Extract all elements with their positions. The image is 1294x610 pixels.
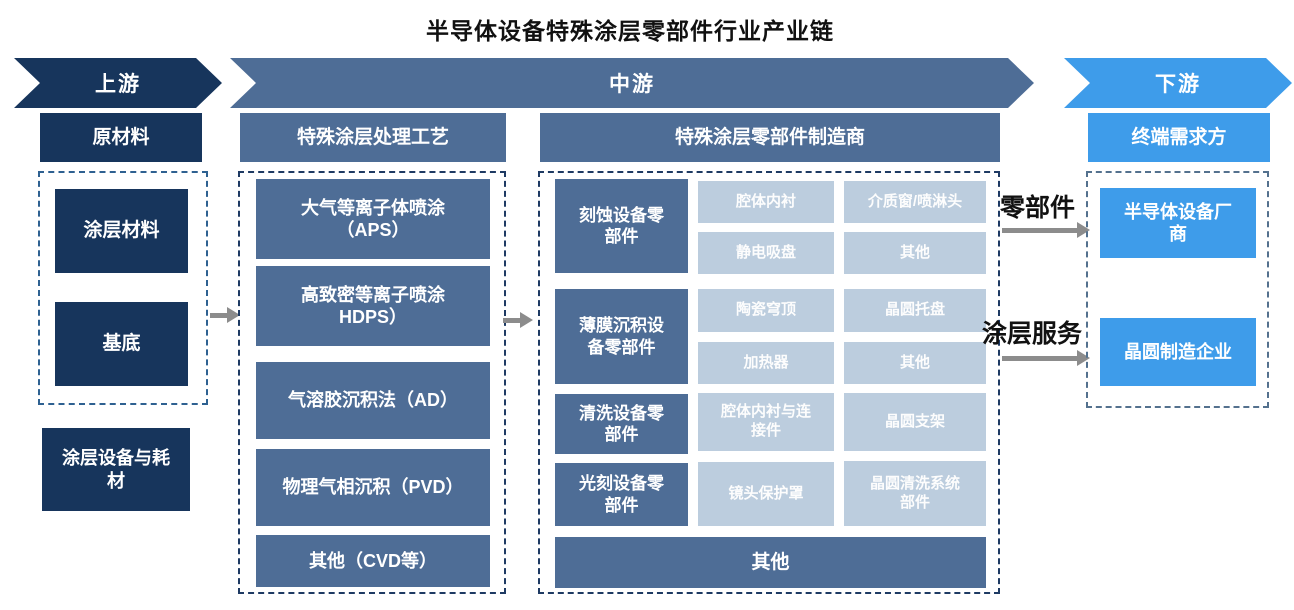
upstream-header: 原材料 [40, 113, 202, 162]
part-chip: 腔体内衬与连 接件 [698, 393, 834, 451]
process-header: 特殊涂层处理工艺 [240, 113, 506, 162]
arrow-parts-flow-icon [1002, 222, 1090, 238]
arrow-head [227, 307, 240, 323]
arrow-head [520, 312, 533, 328]
part-chip: 静电吸盘 [698, 232, 834, 274]
arrow-upstream-to-process-icon [210, 307, 240, 323]
arrow-shaft [503, 317, 520, 323]
stage-upstream-label: 上游 [95, 73, 141, 96]
downstream-group [1086, 171, 1269, 408]
process-item-hdps: 高致密等离子喷涂 HDPS） [256, 266, 490, 346]
arrow-process-to-manufacturers-icon [503, 312, 533, 328]
stage-midstream-label: 中游 [609, 73, 655, 96]
process-item-aps: 大气等离子体喷涂 （APS） [256, 179, 490, 259]
coating-equipment-box: 涂层设备与耗 材 [42, 428, 190, 511]
process-item-pvd: 物理气相沉积（PVD） [256, 449, 490, 526]
stage-chevron-midstream: 中游 [230, 58, 1034, 108]
mfr-row-label-deposition: 薄膜沉积设 备零部件 [555, 289, 688, 384]
customer-box-wafer-fabs: 晶圆制造企业 [1100, 318, 1256, 386]
stage-chevron-upstream: 上游 [14, 58, 222, 108]
customer-box-equipment-makers: 半导体设备厂 商 [1100, 188, 1256, 258]
part-chip: 加热器 [698, 342, 834, 384]
process-item-other: 其他（CVD等） [256, 535, 490, 587]
material-box-coating: 涂层材料 [55, 189, 188, 273]
arrow-coating-flow-icon [1002, 350, 1090, 366]
mfr-row-label-cleaning: 清洗设备零 部件 [555, 394, 688, 454]
part-chip: 陶瓷穹顶 [698, 289, 834, 332]
arrow-shaft [210, 312, 227, 318]
part-chip: 其他 [844, 232, 986, 274]
part-chip: 其他 [844, 342, 986, 384]
flow-label-parts: 零部件 [1000, 194, 1076, 222]
upstream-materials-group [38, 171, 208, 405]
manufacturers-header: 特殊涂层零部件制造商 [540, 113, 1000, 162]
part-chip: 晶圆托盘 [844, 289, 986, 332]
arrow-shaft [1002, 227, 1077, 233]
material-box-substrate: 基底 [55, 302, 188, 386]
part-chip: 晶圆清洗系统 部件 [844, 461, 986, 526]
part-chip: 介质窗/喷淋头 [844, 181, 986, 223]
stage-downstream-label: 下游 [1155, 73, 1201, 96]
flow-label-coating-service: 涂层服务 [982, 320, 1083, 348]
mfr-row-label-etching: 刻蚀设备零 部件 [555, 179, 688, 273]
mfr-footer-other: 其他 [555, 537, 986, 588]
part-chip: 晶圆支架 [844, 393, 986, 451]
process-group [238, 171, 506, 594]
part-chip: 腔体内衬 [698, 181, 834, 223]
part-chip: 镜头保护罩 [698, 462, 834, 526]
manufacturers-group [538, 171, 1000, 594]
arrow-shaft [1002, 355, 1077, 361]
stage-chevron-downstream: 下游 [1064, 58, 1292, 108]
downstream-header: 终端需求方 [1088, 113, 1270, 162]
process-item-ad: 气溶胶沉积法（AD） [256, 362, 490, 439]
page-title: 半导体设备特殊涂层零部件行业产业链 [426, 18, 834, 44]
mfr-row-label-lithography: 光刻设备零 部件 [555, 463, 688, 526]
